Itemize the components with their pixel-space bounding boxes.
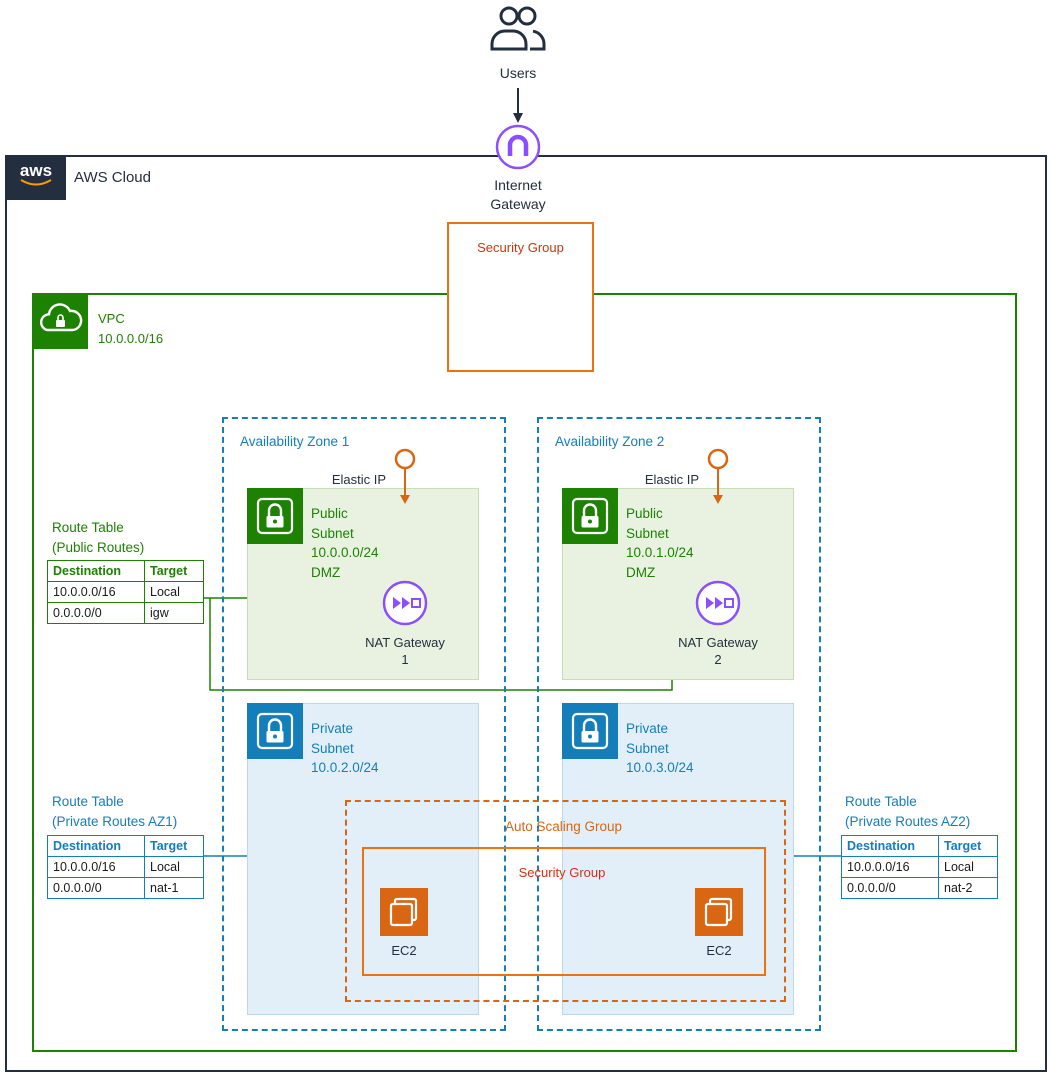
elastic-ip-label-1: Elastic IP [331,472,386,487]
route-table-public-title-line2: (Public Routes) [52,540,145,555]
cell-destination: 10.0.0.0/16 [47,581,145,603]
nat-gateway-label-2: NAT Gateway 2 [660,634,776,668]
aws-logo: aws [6,156,66,200]
public-subnet-2-line2: Subnet [626,525,669,541]
nat-gateway-label-1: NAT Gateway 1 [347,634,463,668]
cell-target: igw [144,602,204,624]
internet-gateway-label: Internet Gateway [490,177,546,212]
cell-target: nat-2 [938,877,998,899]
cell-destination: 0.0.0.0/0 [841,877,939,899]
private-subnet-2-line1: Private [626,721,669,736]
private-subnet-2-line2: Subnet [626,740,669,756]
private-subnet-2-label: Private Subnet 10.0.3.0/24 [626,719,694,778]
public-subnet-2-line1: Public [626,506,663,521]
nat-gateway-icon-2 [695,580,741,626]
internet-gateway-icon [495,124,541,170]
nat-gateway-2-number: 2 [714,652,722,667]
public-subnet-1-lock-icon [247,488,303,544]
auto-scaling-group-label: Auto Scaling Group [504,819,623,834]
public-subnet-2-lock-icon [562,488,618,544]
vpc-icon [32,293,88,349]
route-table-private-az2-title: Route Table (Private Routes AZ2) [845,792,970,832]
table-row: 10.0.0.0/16 Local [47,581,204,603]
header-target: Target [938,835,998,857]
private-subnet-2-cidr: 10.0.3.0/24 [626,760,694,775]
users-to-igw-arrowhead [513,113,523,123]
cell-target: Local [938,856,998,878]
cell-target: nat-1 [144,877,204,899]
table-header-row: Destination Target [841,835,998,857]
route-table-public-title-line1: Route Table [52,520,124,535]
aws-logo-text: aws [19,161,53,180]
users-label: Users [499,65,537,81]
table-row: 10.0.0.0/16 Local [841,856,998,878]
cell-destination: 10.0.0.0/16 [47,856,145,878]
cell-destination: 0.0.0.0/0 [47,877,145,899]
elastic-ip-icon-2 [707,448,729,504]
header-destination: Destination [47,560,145,582]
public-subnet-1-label: Public Subnet 10.0.0.0/24 DMZ [311,504,379,582]
availability-zone-1-box [222,417,506,1031]
private-subnet-1-cidr: 10.0.2.0/24 [311,760,379,775]
route-table-private-az2-title-line1: Route Table [845,794,917,809]
elastic-ip-label-2: Elastic IP [644,472,699,487]
aws-smile-icon [20,179,52,186]
cell-destination: 0.0.0.0/0 [47,602,145,624]
header-target: Target [144,835,204,857]
public-subnet-2-tag: DMZ [626,564,656,580]
nat-gateway-1-name: NAT Gateway [365,635,445,650]
security-group-outer-label: Security Group [477,240,564,255]
table-row: 0.0.0.0/0 nat-1 [47,877,204,899]
table-row: 10.0.0.0/16 Local [47,856,204,878]
security-group-inner-label: Security Group [518,865,606,880]
security-group-inner-box [362,847,766,976]
table-row: 0.0.0.0/0 igw [47,602,204,624]
route-table-public-title: Route Table (Public Routes) [52,518,144,558]
cell-target: Local [144,856,204,878]
ec2-label-2: EC2 [706,943,732,958]
ec2-label-1: EC2 [391,943,417,958]
private-subnet-1-lock-icon [247,703,303,759]
public-subnet-2-cidr: 10.0.1.0/24 [626,545,694,560]
aws-cloud-label: AWS Cloud [74,169,151,186]
nat-gateway-2-name: NAT Gateway [678,635,758,650]
availability-zone-2-box [537,417,821,1031]
cell-destination: 10.0.0.0/16 [841,856,939,878]
private-subnet-1-line1: Private [311,721,354,736]
vpc-cidr: 10.0.0.0/16 [98,331,164,346]
elastic-ip-icon-1 [394,448,416,504]
ec2-icon-1 [380,888,428,936]
route-table-private-az2-title-line2: (Private Routes AZ2) [845,814,971,829]
vpc-label: VPC [98,311,125,326]
security-group-outer-box: Security Group [447,222,594,372]
public-subnet-1-line2: Subnet [311,525,354,541]
users-icon [490,6,546,51]
header-destination: Destination [841,835,939,857]
private-subnet-1-line2: Subnet [311,740,354,756]
public-subnet-1-line1: Public [311,506,348,521]
nat-gateway-icon-1 [382,580,428,626]
header-destination: Destination [47,835,145,857]
table-header-row: Destination Target [47,560,204,582]
route-table-private-az1-title-line1: Route Table [52,794,124,809]
table-row: 0.0.0.0/0 nat-2 [841,877,998,899]
header-target: Target [144,560,204,582]
cell-target: Local [144,581,204,603]
route-table-private-az1-title-line2: (Private Routes AZ1) [52,814,178,829]
route-table-private-az1-title: Route Table (Private Routes AZ1) [52,792,177,832]
public-subnet-2-label: Public Subnet 10.0.1.0/24 DMZ [626,504,694,582]
public-subnet-1-tag: DMZ [311,564,341,580]
ec2-icon-2 [695,888,743,936]
auto-scaling-group-box [345,800,786,1002]
table-header-row: Destination Target [47,835,204,857]
availability-zone-2-label: Availability Zone 2 [555,434,665,449]
route-table-private-az2: Destination Target 10.0.0.0/16 Local 0.0… [841,835,998,899]
private-subnet-1-label: Private Subnet 10.0.2.0/24 [311,719,379,778]
nat-gateway-1-number: 1 [401,652,409,667]
route-table-private-az1: Destination Target 10.0.0.0/16 Local 0.0… [47,835,204,899]
public-subnet-1-cidr: 10.0.0.0/24 [311,545,379,560]
private-subnet-2-lock-icon [562,703,618,759]
route-table-public: Destination Target 10.0.0.0/16 Local 0.0… [47,560,204,624]
availability-zone-1-label: Availability Zone 1 [240,434,350,449]
